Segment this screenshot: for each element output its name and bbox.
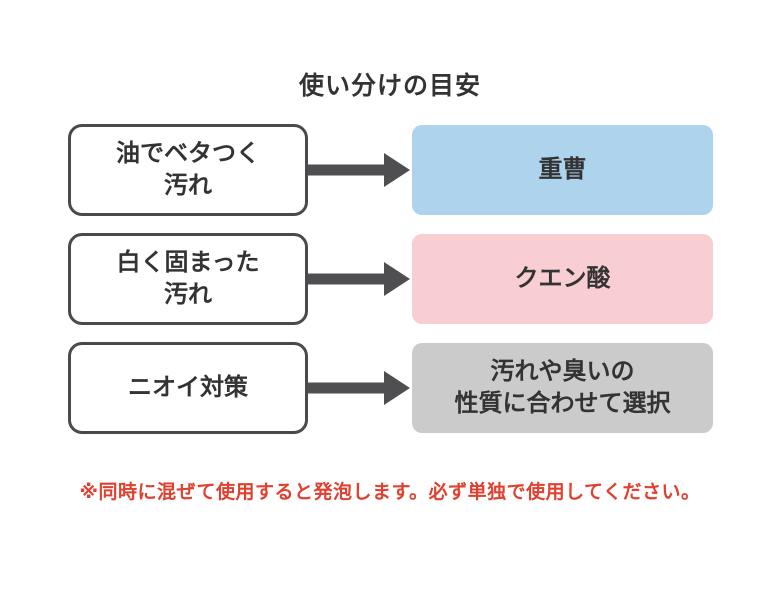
result-line: 汚れや臭いの [490,357,635,385]
diagram-row-oily-dirt: 油でベタつく 汚れ 重曹 [68,124,713,216]
condition-line: 汚れ [164,281,212,308]
condition-line: ニオイ対策 [128,373,248,401]
page-title: 使い分けの目安 [298,72,481,100]
result-line: 重曹 [538,155,587,183]
condition-box-oily-dirt: 油でベタつく 汚れ [68,124,308,216]
condition-box-odor: ニオイ対策 [68,342,308,434]
condition-line: 汚れ [164,172,212,199]
diagram-rows: 油でベタつく 汚れ 重曹 白く固まった 汚れ [68,124,713,434]
arrow-icon [308,233,412,325]
result-box-choose-by-nature: 汚れや臭いの 性質に合わせて選択 [412,343,713,433]
condition-line: 油でベタつく [116,139,260,167]
condition-line: 白く固まった [116,248,260,276]
diagram-row-odor: ニオイ対策 汚れや臭いの 性質に合わせて選択 [68,342,713,434]
note-text: ※同時に混ぜて使用すると発泡します。必ず単独で使用してください。 [79,482,701,503]
result-line: クエン酸 [514,264,611,292]
result-box-citric-acid: クエン酸 [412,234,713,324]
arrow-icon [308,124,412,216]
result-box-baking-soda: 重曹 [412,125,713,215]
diagram-row-white-dirt: 白く固まった 汚れ クエン酸 [68,233,713,325]
arrow-icon [308,342,412,434]
condition-box-white-dirt: 白く固まった 汚れ [68,233,308,325]
result-line: 性質に合わせて選択 [454,390,671,417]
